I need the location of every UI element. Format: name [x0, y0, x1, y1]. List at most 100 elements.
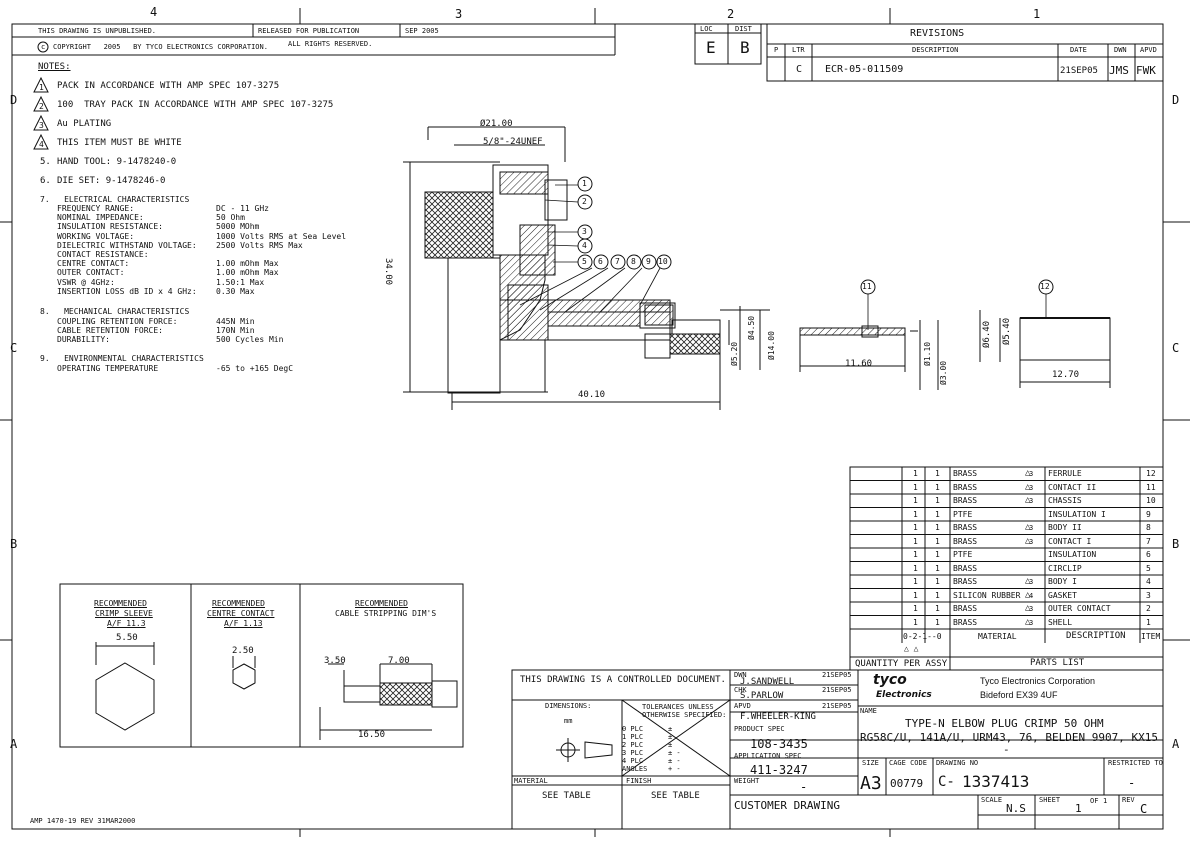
- parts-qty-1: 1: [913, 550, 918, 559]
- parts-item-number: 3: [1146, 590, 1151, 600]
- parts-qty-2: 1: [935, 496, 940, 505]
- parts-item-number: 9: [1146, 509, 1151, 519]
- parts-qty-2: 1: [935, 604, 940, 613]
- finish-value: SEE TABLE: [651, 791, 700, 801]
- rights-text: ALL RIGHTS RESERVED.: [288, 40, 373, 48]
- parts-qty-2: 1: [935, 509, 940, 519]
- parts-material: BRASS: [953, 563, 978, 573]
- electrical-value: 50 Ohm: [216, 213, 245, 223]
- rev-col-ltr: LTR: [792, 46, 805, 54]
- balloon-circle: [577, 238, 593, 254]
- scale-label: SCALE: [981, 796, 1003, 804]
- parts-qty-1: 1: [913, 577, 918, 586]
- balloon-circle: [593, 254, 609, 270]
- strip-dim-1650: 16.50: [358, 730, 386, 740]
- app-spec-value: 411-3247: [750, 763, 808, 777]
- electrical-label: DIELECTRIC WITHSTAND VOLTAGE:: [57, 240, 197, 250]
- balloon-circle: [577, 176, 593, 192]
- parts-flag-num: 3: [1029, 537, 1034, 546]
- electrical-label: FREQUENCY RANGE:: [57, 204, 135, 213]
- parts-material: BRASS: [953, 482, 978, 492]
- drawing-no-value: 1337413: [962, 772, 1030, 791]
- parts-description: BODY I: [1048, 577, 1077, 586]
- parts-flag-icon: △: [1025, 576, 1031, 586]
- balloon-number: 5: [582, 257, 587, 266]
- dim-d640: Ø6.40: [982, 320, 992, 348]
- cage-label: CAGE CODE: [889, 759, 927, 767]
- zone-a: A: [10, 737, 18, 751]
- electrical-label: CENTRE CONTACT:: [57, 259, 130, 269]
- parts-qty-1: 1: [913, 604, 918, 613]
- parts-description: INSULATION: [1048, 550, 1097, 559]
- copyright-icon: c: [41, 43, 46, 51]
- balloon-number: 12: [1040, 282, 1050, 291]
- parts-description: INSULATION I: [1048, 509, 1106, 519]
- of-value: 1: [1103, 797, 1108, 805]
- tolerances-label: TOLERANCES UNLESS OTHERWISE SPECIFIED:: [642, 703, 727, 719]
- note-3: Au PLATING: [57, 119, 112, 129]
- dim-21: Ø21.00: [480, 119, 513, 129]
- dim-d520: Ø5.20: [730, 341, 739, 366]
- balloon-number: 4: [582, 241, 587, 250]
- balloon-circle: [577, 194, 593, 210]
- parts-item-number: 8: [1146, 523, 1151, 532]
- parts-description: OUTER CONTACT: [1048, 604, 1111, 613]
- parts-qty-1: 1: [913, 469, 918, 478]
- rev-dwn: JMS: [1109, 64, 1129, 77]
- dist-label: DIST: [735, 25, 752, 33]
- note-6-num: 6.: [40, 176, 51, 186]
- rev-col-date: DATE: [1070, 46, 1087, 54]
- parts-description: CHASSIS: [1048, 496, 1082, 505]
- restricted-value: -: [1128, 776, 1136, 790]
- rev-col-dwn: DWN: [1114, 46, 1127, 54]
- name-line-2: RG58C/U, 141A/U, URM43, 76, BELDEN 9907,…: [860, 731, 1159, 744]
- finish-label: FINISH: [626, 777, 652, 785]
- parts-description: CONTACT I: [1048, 536, 1092, 546]
- scale-value: N.S: [1006, 802, 1026, 815]
- size-value: A3: [860, 773, 882, 794]
- electrical-label: OUTER CONTACT:: [57, 268, 125, 278]
- released-text: RELEASED FOR PUBLICATION: [258, 27, 360, 35]
- zone-c-right: C: [1172, 341, 1180, 355]
- customer-drawing: CUSTOMER DRAWING: [734, 799, 840, 812]
- dimensions-label: DIMENSIONS:: [545, 702, 592, 710]
- parts-description: SHELL: [1048, 617, 1073, 627]
- parts-footer-pn: 0-2-1--0: [903, 632, 942, 641]
- dim-d110: Ø1.10: [923, 341, 932, 366]
- sheet-value: 1: [1075, 802, 1082, 815]
- balloon-number: 6: [598, 257, 603, 266]
- electrical-value: 5000 MOhm: [216, 222, 260, 232]
- dim-d540: Ø5.40: [1002, 317, 1012, 345]
- name-line-3: -: [1003, 743, 1010, 756]
- balloon-number: 3: [582, 227, 587, 236]
- parts-qty-2: 1: [935, 577, 940, 586]
- parts-item-number: 7: [1146, 536, 1151, 546]
- parts-flag-icon: △: [1025, 616, 1031, 627]
- weight-label: WEIGHT: [734, 777, 760, 785]
- apvd-value: F.WHEELER-KING: [740, 712, 816, 722]
- name-line-1: TYPE-N ELBOW PLUG CRIMP 50 OHM: [905, 717, 1104, 730]
- chk-value: S.PARLOW: [740, 691, 784, 701]
- apvd-date: 21SEP05: [822, 702, 852, 710]
- parts-description: BODY II: [1048, 523, 1082, 532]
- dimensions-unit: mm: [564, 717, 573, 725]
- note-flag-1: 1: [39, 83, 44, 92]
- note-5: HAND TOOL: 9-1478240-0: [57, 157, 177, 167]
- tolerance-place: ANGLES: [622, 765, 648, 773]
- parts-qty-1: 1: [913, 617, 918, 627]
- parts-qty-1: 1: [913, 590, 918, 600]
- balloon-circle: [610, 254, 626, 270]
- tolerance-value: ±: [668, 725, 673, 733]
- parts-qty-1: 1: [913, 563, 918, 573]
- balloon-circle: [860, 279, 876, 295]
- parts-material: BRASS: [953, 523, 978, 532]
- parts-flag-num: 3: [1029, 483, 1034, 492]
- notes-title: NOTES:: [38, 62, 71, 72]
- electrical-value: 2500 Volts RMS Max: [216, 240, 303, 250]
- parts-item-number: 10: [1146, 496, 1156, 505]
- electrical-value: 1000 Volts RMS at Sea Level: [216, 231, 347, 241]
- note-flag-3: 3: [39, 121, 44, 130]
- loc-label: LOC: [700, 25, 713, 33]
- parts-description: CIRCLIP: [1048, 563, 1082, 573]
- strip-l1: RECOMMENDED: [355, 599, 408, 608]
